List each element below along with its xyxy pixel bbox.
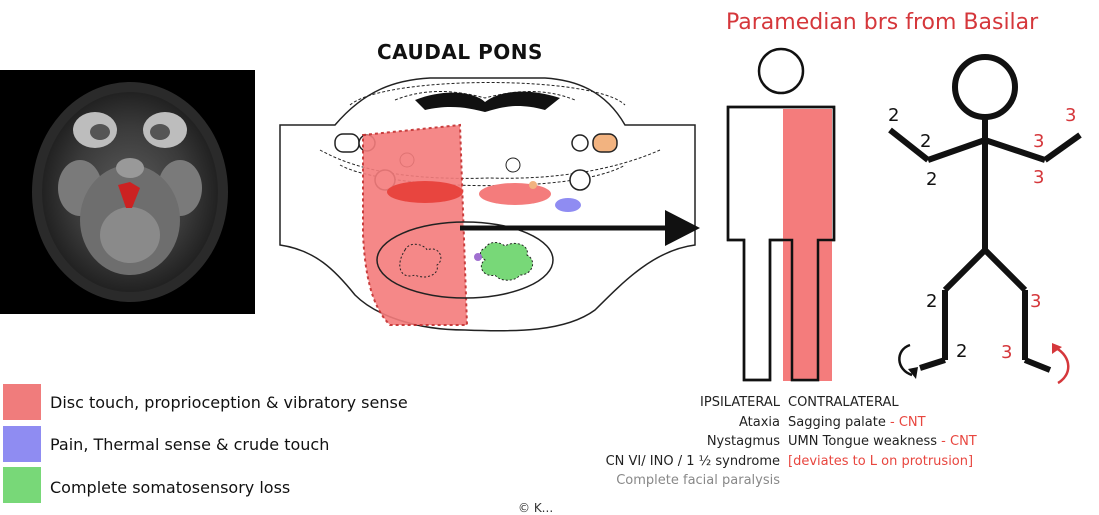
pons-outline <box>279 77 696 332</box>
basilar-title: Paramedian brs from Basilar <box>726 10 1039 35</box>
contralateral-item: [deviates to L on protrusion] <box>788 452 1098 472</box>
ipsilateral-item: Ataxia <box>739 414 780 430</box>
ipsilateral-item: Complete facial paralysis <box>616 473 780 488</box>
stick-head <box>952 54 1018 120</box>
pons-title: CAUDAL PONS <box>377 40 543 64</box>
grade-right-thigh: 3 <box>1030 291 1041 312</box>
hemibody-figures: 2 2 2 2 2 3 3 3 3 3 <box>726 47 1082 385</box>
grade-left-foot: 2 <box>956 341 967 362</box>
fourth-ventricle <box>415 91 560 112</box>
ipsilateral-header: IPSILATERAL <box>700 395 780 410</box>
caudal-pons-diagram <box>279 77 700 332</box>
contralateral-item: Sagging palate - CNT <box>788 413 1098 433</box>
grade-left-hand: 2 <box>888 105 899 126</box>
contralateral-item-suffix: - CNT <box>937 434 977 449</box>
mri-axial-image <box>0 70 255 314</box>
right-rotation-arrow <box>1055 346 1070 385</box>
contralateral-header: CONTRALATERAL <box>788 395 899 410</box>
grade-right-arm: 3 <box>1033 167 1044 188</box>
legend-label-green: Complete somatosensory loss <box>50 478 291 497</box>
grade-right-elbow: 3 <box>1033 131 1044 152</box>
legend-label-red: Disc touch, proprioception & vibratory s… <box>50 393 408 412</box>
contralateral-item-text: UMN Tongue weakness <box>788 434 938 449</box>
contralateral-body-highlight <box>783 109 832 381</box>
contralateral-findings: CONTRALATERAL Sagging palate - CNT UMN T… <box>788 393 1098 471</box>
ipsilateral-item: Nystagmus <box>706 434 780 449</box>
grade-right-foot: 3 <box>1001 342 1012 363</box>
legend-swatch-red <box>3 384 41 420</box>
spinothalamic-tract <box>555 198 581 212</box>
contralateral-item-text: Sagging palate <box>788 414 886 430</box>
grade-right-hand: 3 <box>1065 105 1076 126</box>
ipsilateral-item: CN VI/ INO / 1 ½ syndrome <box>605 453 780 469</box>
legend-swatch-blue <box>3 426 41 462</box>
contralateral-item-suffix: [deviates to L on protrusion] <box>788 453 974 469</box>
medial-lemniscus-right <box>479 183 551 205</box>
ipsilateral-findings: IPSILATERAL Ataxia Nystagmus CN VI/ INO … <box>520 393 780 491</box>
contralateral-item-suffix: - CNT <box>885 414 926 430</box>
copyright-text: © K... <box>518 501 554 515</box>
paramedian-infarct-region <box>362 123 469 326</box>
medial-lemniscus-left <box>387 181 463 203</box>
body-head <box>757 47 805 95</box>
grade-left-arm: 2 <box>926 169 937 190</box>
contralateral-item: UMN Tongue weakness - CNT <box>788 432 1098 452</box>
legend-label-blue: Pain, Thermal sense & crude touch <box>50 435 330 454</box>
left-rotation-arrow <box>898 343 913 377</box>
legend-swatch-green <box>3 467 41 503</box>
grade-left-elbow: 2 <box>920 131 931 152</box>
corticospinal-region <box>480 242 534 281</box>
grade-left-thigh: 2 <box>926 291 937 312</box>
arrow-head <box>665 210 700 246</box>
